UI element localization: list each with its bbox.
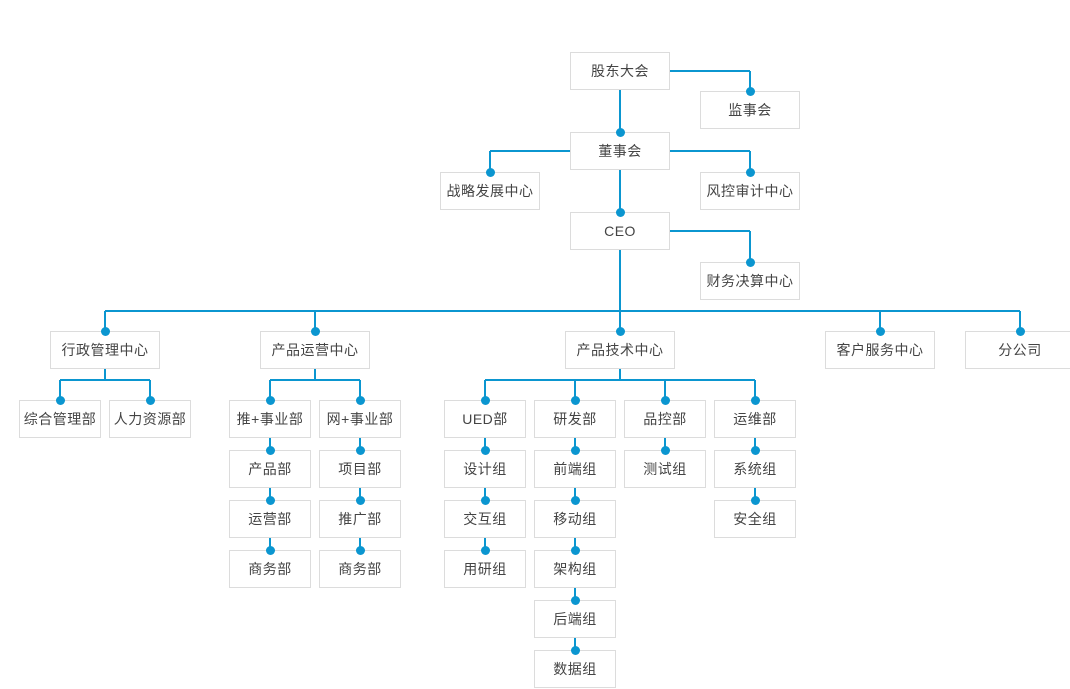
org-node-operation_dept[interactable]: 运营部 [229, 500, 311, 538]
org-node-research_grp[interactable]: 用研组 [444, 550, 526, 588]
connector-dot-riskaudit [745, 167, 755, 177]
connector-dot-product_dept [265, 445, 275, 455]
connector-dot-mobile_grp [570, 495, 580, 505]
org-node-customer[interactable]: 客户服务中心 [825, 331, 935, 369]
org-node-ops[interactable]: 运维部 [714, 400, 796, 438]
org-node-prodops[interactable]: 产品运营中心 [260, 331, 370, 369]
connector-dot-research_grp [480, 545, 490, 555]
connector-dot-ued [480, 395, 490, 405]
connector-dot-supervisors [745, 86, 755, 96]
connector-dot-tui_unit [265, 395, 275, 405]
connector-dot-general_mgmt [55, 395, 65, 405]
connector-dot-finance [745, 257, 755, 267]
org-node-rd[interactable]: 研发部 [534, 400, 616, 438]
org-node-mobile_grp[interactable]: 移动组 [534, 500, 616, 538]
connector-dot-arch_grp [570, 545, 580, 555]
connector-dot-admin [100, 326, 110, 336]
org-node-qa[interactable]: 品控部 [624, 400, 706, 438]
connector-dot-prodops [310, 326, 320, 336]
org-node-wang_unit[interactable]: 网+事业部 [319, 400, 401, 438]
org-node-strategy[interactable]: 战略发展中心 [440, 172, 540, 210]
org-node-backend_grp[interactable]: 后端组 [534, 600, 616, 638]
connector-dot-frontend_grp [570, 445, 580, 455]
org-node-board[interactable]: 董事会 [570, 132, 670, 170]
org-node-security_grp[interactable]: 安全组 [714, 500, 796, 538]
org-node-ceo[interactable]: CEO [570, 212, 670, 250]
connector-dot-qa [660, 395, 670, 405]
connector-dot-customer [875, 326, 885, 336]
org-node-data_grp[interactable]: 数据组 [534, 650, 616, 688]
connector-dot-board [615, 127, 625, 137]
org-node-hr[interactable]: 人力资源部 [109, 400, 191, 438]
connector-dot-strategy [485, 167, 495, 177]
connector-dot-backend_grp [570, 595, 580, 605]
org-node-project_dept[interactable]: 项目部 [319, 450, 401, 488]
org-node-design_grp[interactable]: 设计组 [444, 450, 526, 488]
org-node-riskaudit[interactable]: 风控审计中心 [700, 172, 800, 210]
org-node-interact_grp[interactable]: 交互组 [444, 500, 526, 538]
org-node-arch_grp[interactable]: 架构组 [534, 550, 616, 588]
org-node-branch[interactable]: 分公司 [965, 331, 1070, 369]
connector-dot-hr [145, 395, 155, 405]
org-node-business_dept_2[interactable]: 商务部 [319, 550, 401, 588]
connector-dot-interact_grp [480, 495, 490, 505]
connector-dot-ceo [615, 207, 625, 217]
org-node-tui_unit[interactable]: 推+事业部 [229, 400, 311, 438]
connector-dot-security_grp [750, 495, 760, 505]
org-node-test_grp[interactable]: 测试组 [624, 450, 706, 488]
connector-dot-prodtech [615, 326, 625, 336]
org-node-shareholders[interactable]: 股东大会 [570, 52, 670, 90]
org-node-admin[interactable]: 行政管理中心 [50, 331, 160, 369]
connector-dot-test_grp [660, 445, 670, 455]
connector-dot-project_dept [355, 445, 365, 455]
org-node-finance[interactable]: 财务决算中心 [700, 262, 800, 300]
org-node-business_dept_1[interactable]: 商务部 [229, 550, 311, 588]
org-node-product_dept[interactable]: 产品部 [229, 450, 311, 488]
connector-dot-system_grp [750, 445, 760, 455]
connector-dot-operation_dept [265, 495, 275, 505]
connector-dot-branch [1015, 326, 1025, 336]
org-node-prodtech[interactable]: 产品技术中心 [565, 331, 675, 369]
connector-dot-business_dept_2 [355, 545, 365, 555]
org-node-promote_dept[interactable]: 推广部 [319, 500, 401, 538]
connector-dot-ops [750, 395, 760, 405]
org-node-ued[interactable]: UED部 [444, 400, 526, 438]
connector-dot-business_dept_1 [265, 545, 275, 555]
org-node-system_grp[interactable]: 系统组 [714, 450, 796, 488]
connector-dot-data_grp [570, 645, 580, 655]
connector-dot-promote_dept [355, 495, 365, 505]
org-node-general_mgmt[interactable]: 综合管理部 [19, 400, 101, 438]
org-node-frontend_grp[interactable]: 前端组 [534, 450, 616, 488]
connector-dot-design_grp [480, 445, 490, 455]
org-node-supervisors[interactable]: 监事会 [700, 91, 800, 129]
connector-dot-wang_unit [355, 395, 365, 405]
connector-dot-rd [570, 395, 580, 405]
